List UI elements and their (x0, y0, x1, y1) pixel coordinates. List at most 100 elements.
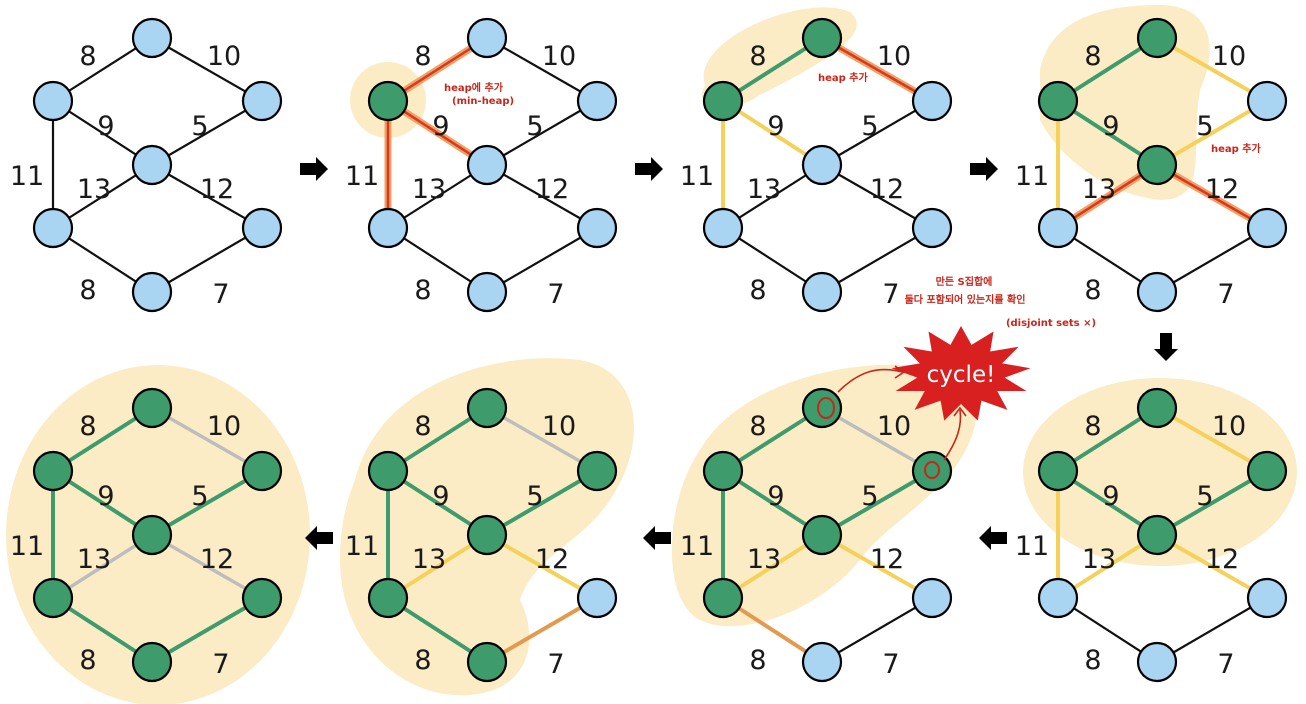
edge-weight-label: 7 (212, 649, 229, 680)
pointer-arrow-icon (837, 368, 903, 393)
node-E (367, 577, 409, 619)
highlight-region (1023, 378, 1297, 566)
edge-weight-label: 9 (767, 111, 784, 142)
edge-weight-label: 8 (749, 41, 766, 72)
edge-CD (821, 100, 933, 166)
edge-weight-label: 9 (97, 481, 114, 512)
node-D (131, 514, 173, 556)
edge-weight-label: 8 (749, 645, 766, 676)
edge-weight-label: 13 (77, 174, 111, 205)
node-C (1246, 450, 1288, 492)
edge-CD (485, 469, 599, 537)
edge-weight-label: 5 (526, 111, 543, 142)
pointer-arrowhead-icon (894, 365, 906, 379)
node-D (801, 514, 843, 556)
edge-weight-label: 10 (542, 41, 576, 72)
edge-weight-label: 8 (1084, 41, 1101, 72)
edge-weight-label: 13 (747, 174, 781, 205)
edge-FG (150, 596, 264, 664)
edge-FG (1156, 227, 1268, 293)
edge-FG (821, 597, 933, 663)
edge-weight-label: 5 (861, 111, 878, 142)
node-F (911, 577, 953, 619)
edge-AC (821, 406, 933, 473)
node-D (1136, 144, 1178, 186)
edge-weight-label: 13 (1082, 544, 1116, 575)
edge-AC (821, 36, 933, 103)
node-C (576, 80, 618, 122)
step-arrow-icon (635, 157, 663, 181)
handwritten-note: 만든 S집합에 (936, 275, 993, 288)
edge-weight-label: 8 (1084, 275, 1101, 306)
edge-weight-label: 10 (877, 41, 911, 72)
pointer-arrow-icon (943, 409, 962, 461)
edge-weight-label: 11 (345, 161, 379, 192)
edge-weight-label: 9 (1102, 481, 1119, 512)
edge-CD (486, 100, 598, 166)
edge-weight-label: 7 (1217, 649, 1234, 680)
edge-FG (821, 227, 933, 293)
node-B (702, 80, 744, 122)
node-E (702, 207, 744, 249)
edge-weight-label: 10 (877, 411, 911, 442)
edge-weight-label: 11 (680, 531, 714, 562)
edge-weight-label: 11 (680, 161, 714, 192)
edge-AC (486, 406, 598, 473)
node-C (911, 80, 953, 122)
edge-weight-label: 10 (542, 411, 576, 442)
node-B (1037, 450, 1079, 492)
edge-weight-label: 13 (412, 174, 446, 205)
edge-weight-label: 13 (77, 544, 111, 575)
node-A (131, 17, 173, 59)
edge-weight-label: 12 (200, 174, 234, 205)
edge-weight-label: 8 (749, 411, 766, 442)
edge-weight-label: 8 (79, 41, 96, 72)
edge-weight-label: 7 (882, 279, 899, 310)
edge-weight-label: 12 (535, 544, 569, 575)
node-B (367, 80, 409, 122)
edge-weight-label: 8 (1084, 645, 1101, 676)
node-E (1037, 207, 1079, 249)
handwritten-note: heap 추가 (818, 71, 868, 84)
cycle-burst: cycle! (891, 326, 1031, 421)
node-B (702, 450, 744, 492)
edge-DF (486, 533, 598, 600)
edge-weight-label: 9 (97, 111, 114, 142)
node-E (32, 207, 74, 249)
edge-weight-label: 13 (1082, 174, 1116, 205)
node-E (32, 577, 74, 619)
handwritten-note: (min-heap) (452, 96, 514, 107)
edge-weight-label: 12 (200, 544, 234, 575)
node-C (576, 450, 618, 492)
handwritten-note: heap에 추가 (444, 81, 504, 94)
edge-CD (1155, 469, 1269, 537)
step-arrow-icon (970, 157, 998, 181)
handwritten-note: (disjoint sets ×) (1006, 318, 1096, 329)
node-D (1136, 514, 1178, 556)
node-C (241, 80, 283, 122)
circle-mark (817, 397, 835, 419)
step-arrow-icon (305, 526, 333, 550)
node-G (801, 271, 843, 313)
edge-CD (820, 469, 934, 537)
edge-weight-label: 11 (1015, 531, 1049, 562)
edge-weight-label: 10 (1212, 41, 1246, 72)
step-arrow-icon (1154, 333, 1178, 361)
edge-weight-label: 12 (870, 544, 904, 575)
node-G (1136, 641, 1178, 683)
node-E (1037, 577, 1079, 619)
highlight-regions (6, 5, 1297, 704)
node-G (801, 641, 843, 683)
edge-weight-label: 11 (345, 531, 379, 562)
node-C (241, 450, 283, 492)
edge-AC (1156, 406, 1268, 473)
edge-DF (1156, 533, 1268, 600)
edge-weight-label: 8 (79, 275, 96, 306)
edge-DF (486, 164, 598, 229)
burst-shape-icon (891, 326, 1031, 421)
edge-FG (151, 227, 263, 293)
edge-weight-label: 10 (207, 411, 241, 442)
